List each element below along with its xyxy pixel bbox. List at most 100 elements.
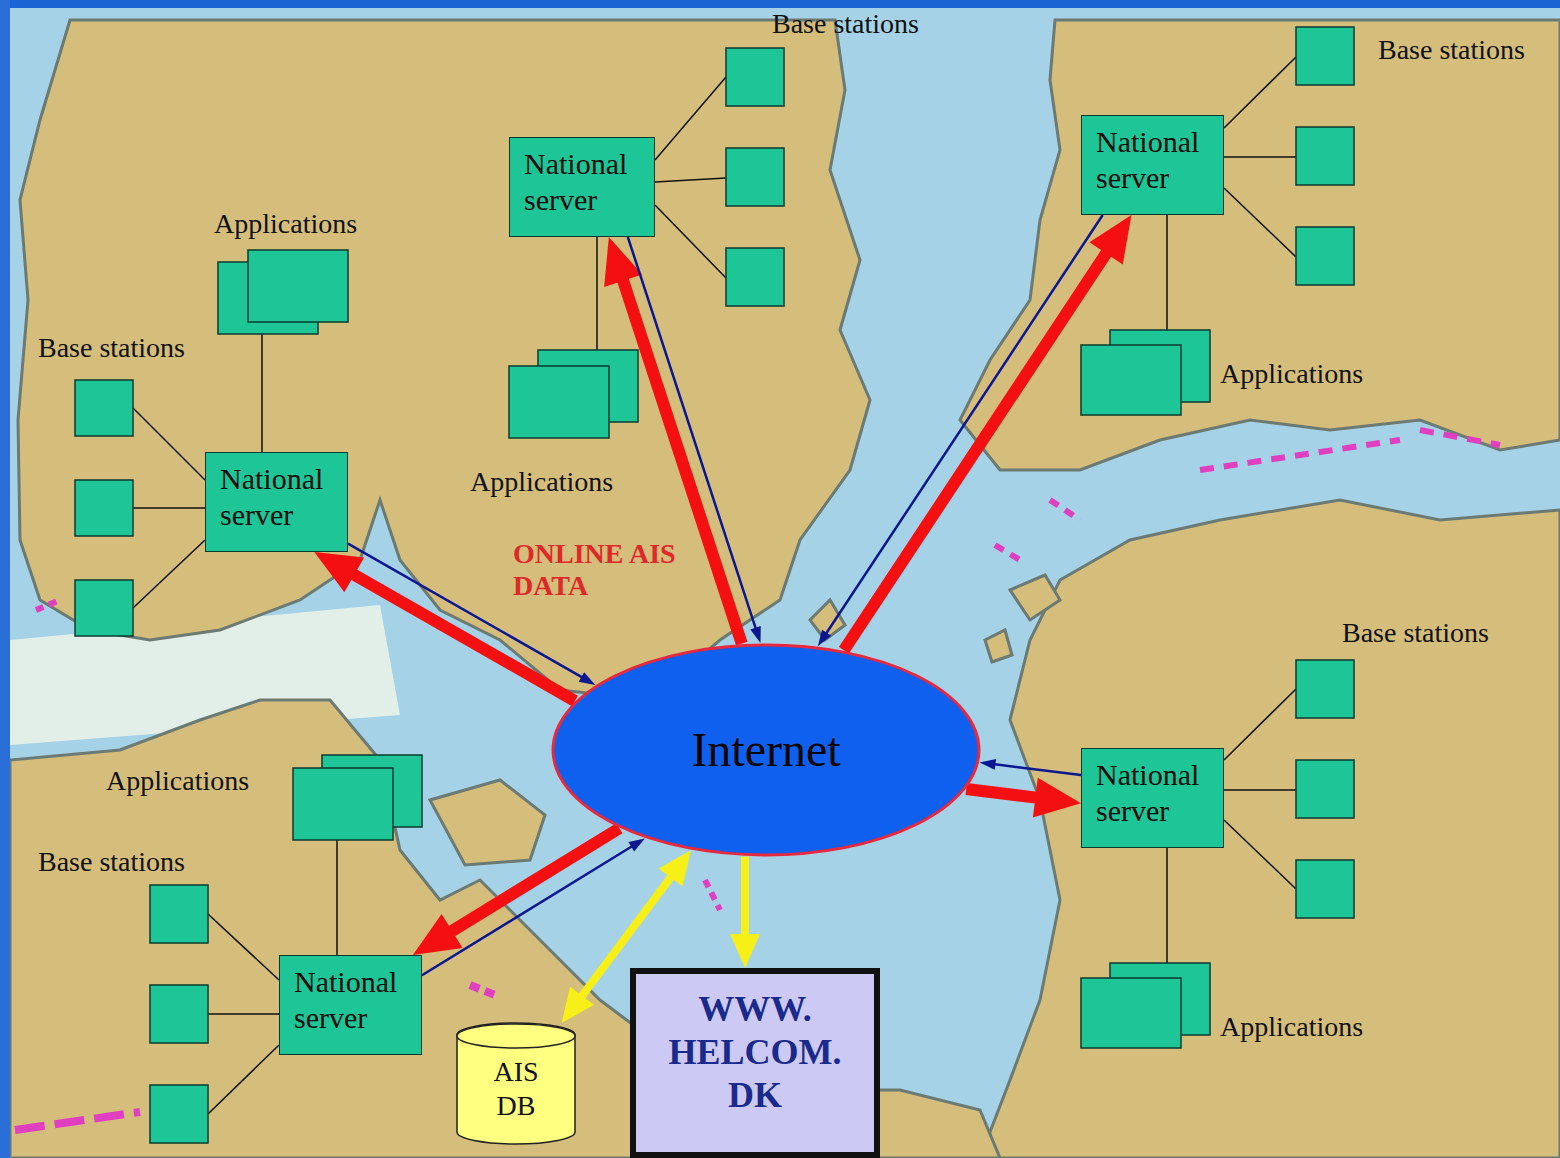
arrow-shaft: [446, 828, 619, 934]
traffic-route: [470, 985, 495, 995]
wire: [1166, 215, 1168, 330]
arrow-shaft: [741, 856, 749, 939]
arrow-shaft: [844, 248, 1110, 651]
application-box: [509, 366, 609, 438]
wire: [1224, 820, 1296, 889]
website-box: WWW. HELCOM. DK: [630, 968, 880, 1158]
map-label: Applications: [1220, 1011, 1363, 1043]
map-label: Applications: [1220, 358, 1363, 390]
data-flow-arrow: [966, 778, 1081, 818]
wire: [261, 334, 263, 452]
data-flow-arrow: [604, 237, 742, 644]
wire: [596, 237, 598, 350]
wire: [208, 914, 279, 980]
data-flow-arrow: [818, 215, 1103, 646]
node-text: National server: [1096, 757, 1209, 829]
base-station-box: [1296, 27, 1354, 85]
wire: [1224, 156, 1296, 158]
island: [985, 630, 1012, 662]
wire: [1166, 848, 1168, 963]
baltic-states-land: [980, 500, 1560, 1158]
arrow-head: [562, 987, 594, 1023]
national-server-box: National server: [205, 452, 348, 552]
map-label: Base stations: [38, 846, 185, 878]
wire: [133, 507, 205, 509]
base-station-box: [150, 885, 208, 943]
arrow-head: [579, 672, 596, 685]
title-bar: [0, 0, 1560, 8]
arrow-head: [413, 914, 463, 955]
application-box: [293, 768, 393, 840]
map-label: Base stations: [1378, 34, 1525, 66]
wire: [655, 178, 726, 182]
scandinavia-land: [18, 20, 870, 700]
national-server-box: National server: [279, 955, 422, 1055]
node-text: National server: [1096, 124, 1209, 196]
wire: [133, 408, 205, 480]
arrow-shaft: [993, 764, 1081, 775]
flow-label: ONLINE AIS DATA: [513, 538, 678, 602]
data-flow-arrow: [980, 759, 1081, 775]
wire: [208, 1045, 279, 1114]
data-flow-arrow: [844, 215, 1132, 650]
arrow-head: [1033, 778, 1081, 818]
base-station-box: [1296, 860, 1354, 918]
base-station-box: [75, 480, 133, 536]
arrow-shaft: [966, 789, 1042, 798]
national-server-box: National server: [1081, 748, 1224, 848]
traffic-route: [995, 545, 1020, 560]
wire: [1224, 689, 1296, 760]
map-label: Base stations: [772, 8, 919, 40]
arrow-head: [314, 552, 364, 592]
arrow-head: [628, 838, 645, 851]
arrow-head: [1089, 215, 1131, 264]
map-label: Base stations: [38, 332, 185, 364]
map-label: Applications: [106, 765, 249, 797]
wire: [1224, 188, 1296, 257]
wire: [655, 77, 726, 160]
application-box: [248, 250, 348, 322]
internet-shape: [553, 645, 979, 855]
traffic-route: [1050, 500, 1080, 520]
traffic-route: [1200, 440, 1400, 470]
arrow-shaft: [628, 237, 756, 630]
wire: [208, 1013, 279, 1015]
island: [1010, 575, 1060, 620]
base-station-box: [1296, 660, 1354, 718]
base-station-box: [75, 580, 133, 636]
finland-land: [960, 20, 1560, 470]
data-flow-arrow: [413, 828, 620, 955]
wire: [133, 540, 205, 608]
arrow-head: [659, 850, 691, 886]
node-text: National server: [524, 146, 640, 218]
national-server-box: National server: [509, 137, 655, 237]
map-label: Applications: [214, 208, 357, 240]
map-label: Base stations: [1342, 617, 1489, 649]
base-station-box: [726, 248, 784, 306]
arrow-head: [980, 759, 997, 770]
arrow-shaft: [422, 846, 633, 976]
wire: [1224, 789, 1296, 791]
national-server-box: National server: [1081, 115, 1224, 215]
cylinder-body: [457, 1023, 575, 1144]
traffic-route: [705, 880, 720, 910]
base-station-box: [150, 985, 208, 1043]
node-text: AIS DB: [480, 1055, 552, 1122]
traffic-route: [36, 600, 60, 610]
database-cylinder: AIS DB: [455, 1023, 577, 1145]
frame-border: [0, 0, 10, 1158]
arrow-head: [730, 934, 760, 968]
arrow-head: [818, 630, 831, 646]
node-text: National server: [294, 964, 407, 1036]
map-label: Applications: [470, 466, 613, 498]
arrow-shaft: [621, 274, 742, 644]
node-text: WWW. HELCOM. DK: [655, 988, 855, 1118]
base-station-box: [75, 380, 133, 436]
application-box: [1081, 978, 1181, 1048]
internet-ellipse: Internet: [551, 643, 981, 857]
data-flow-arrow: [730, 856, 760, 968]
traffic-route: [1420, 430, 1500, 445]
